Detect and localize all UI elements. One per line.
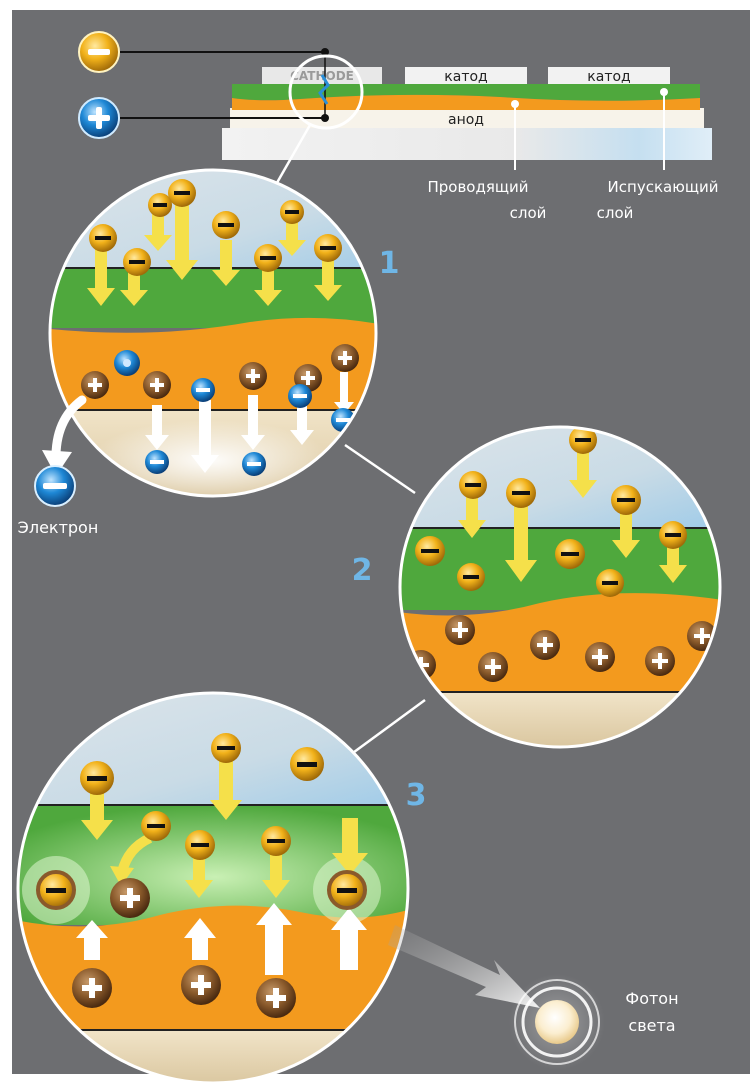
step-number-3: 3 (406, 778, 427, 813)
photon-label-1: Фотон (625, 989, 678, 1008)
cathode-label-3: катод (587, 69, 630, 85)
electron-emitted-icon (35, 466, 75, 506)
photon-label-2: света (628, 1016, 675, 1035)
conductive-layer-label-2: слой (510, 204, 547, 222)
glass-substrate (222, 128, 712, 160)
anode-label: анод (448, 112, 484, 128)
positive-terminal-icon (79, 98, 119, 138)
electron-label: Электрон (18, 518, 99, 537)
conductive-layer-label-1: Проводящий (427, 178, 528, 196)
negative-terminal-icon (79, 32, 119, 72)
emissive-layer-label-1: Испускающий (608, 178, 719, 196)
cathode-label-2: катод (444, 69, 487, 85)
photon-icon (509, 974, 605, 1070)
emissive-layer-label-2: слой (597, 204, 634, 222)
step-number-2: 2 (352, 553, 373, 588)
step-number-1: 1 (379, 246, 400, 281)
